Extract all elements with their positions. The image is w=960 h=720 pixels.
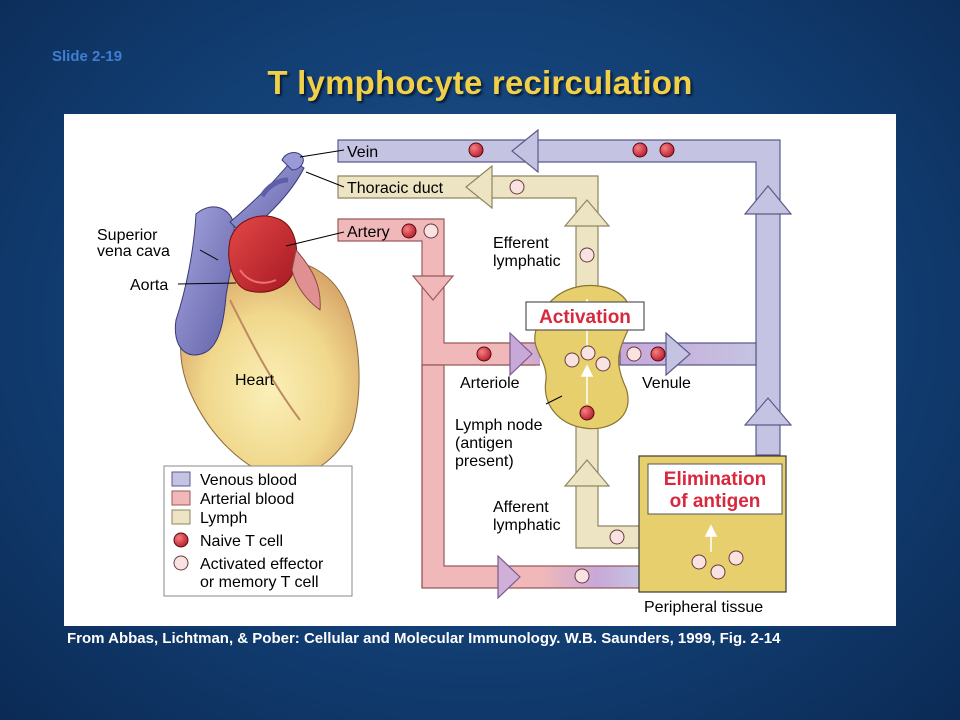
thoracic-duct-channel — [337, 164, 611, 293]
legend-label-arterial: Arterial blood — [200, 491, 294, 508]
label-lymph-node-1: Lymph node — [455, 417, 543, 434]
label-arteriole: Arteriole — [460, 375, 520, 392]
activated-t-cell — [691, 554, 707, 570]
label-venule: Venule — [642, 375, 691, 392]
naive-t-cell — [579, 405, 595, 421]
legend-swatch-venous — [171, 471, 191, 487]
legend-label-naive: Naive T cell — [200, 533, 283, 550]
activated-t-cell — [423, 223, 439, 239]
activated-t-cell — [609, 529, 625, 545]
label-lymph-node-2: (antigen — [455, 435, 513, 452]
legend: Venous blood Arterial blood Lymph Naive … — [163, 465, 353, 597]
vein-channel — [337, 128, 793, 456]
activated-t-cell — [580, 345, 596, 361]
label-artery: Artery — [347, 224, 390, 241]
label-superior-vena-cava-1: Superior — [97, 227, 158, 244]
artery-channel — [337, 218, 540, 377]
activated-t-cell — [579, 247, 595, 263]
activated-t-cell — [564, 352, 580, 368]
activation-box — [525, 301, 645, 331]
activated-t-cell — [626, 346, 642, 362]
activated-t-cell — [595, 356, 611, 372]
naive-t-cell — [468, 142, 484, 158]
legend-label-lymph: Lymph — [200, 510, 247, 527]
naive-t-cell — [650, 346, 666, 362]
slide-number: Slide 2-19 — [52, 48, 123, 65]
legend-label-venous: Venous blood — [200, 472, 297, 489]
activated-t-cell — [509, 179, 525, 195]
figure-credit: From Abbas, Lichtman, & Pober: Cellular … — [67, 630, 781, 647]
diagram-panel: Vein Thoracic duct Artery Superior vena … — [64, 114, 896, 626]
naive-t-cell — [476, 346, 492, 362]
label-thoracic-duct: Thoracic duct — [347, 180, 444, 197]
legend-label-activated-2: or memory T cell — [200, 574, 319, 591]
label-lymph-node-3: present) — [455, 453, 514, 470]
heart-illustration — [174, 152, 360, 479]
naive-t-cell — [632, 142, 648, 158]
label-elimination-2: of antigen — [670, 491, 761, 512]
label-elimination-1: Elimination — [664, 469, 766, 490]
label-heart: Heart — [235, 372, 275, 389]
label-afferent-1: Afferent — [493, 499, 549, 516]
label-peripheral-tissue: Peripheral tissue — [644, 599, 763, 616]
label-efferent-2: lymphatic — [493, 253, 561, 270]
activated-t-cell — [574, 568, 590, 584]
naive-cells — [401, 142, 675, 421]
label-efferent-1: Efferent — [493, 235, 549, 252]
naive-t-cell — [659, 142, 675, 158]
legend-label-activated-1: Activated effector — [200, 556, 324, 573]
legend-swatch-lymph — [171, 509, 191, 525]
legend-naive-cell — [173, 532, 189, 548]
activated-cells — [423, 179, 744, 584]
recirculation-diagram: Vein Thoracic duct Artery Superior vena … — [97, 128, 793, 616]
activated-t-cell — [710, 564, 726, 580]
naive-t-cell — [401, 223, 417, 239]
slide-title: T lymphocyte recirculation — [267, 64, 693, 101]
label-afferent-2: lymphatic — [493, 517, 561, 534]
label-aorta: Aorta — [130, 277, 168, 294]
afferent-lymphatic-channel — [563, 424, 641, 549]
legend-swatch-arterial — [171, 490, 191, 506]
label-activation: Activation — [539, 307, 631, 328]
pointer-lines — [177, 149, 563, 405]
label-vein: Vein — [347, 144, 378, 161]
legend-activated-cell — [173, 555, 189, 571]
activated-t-cell — [728, 550, 744, 566]
label-superior-vena-cava-2: vena cava — [97, 243, 170, 260]
